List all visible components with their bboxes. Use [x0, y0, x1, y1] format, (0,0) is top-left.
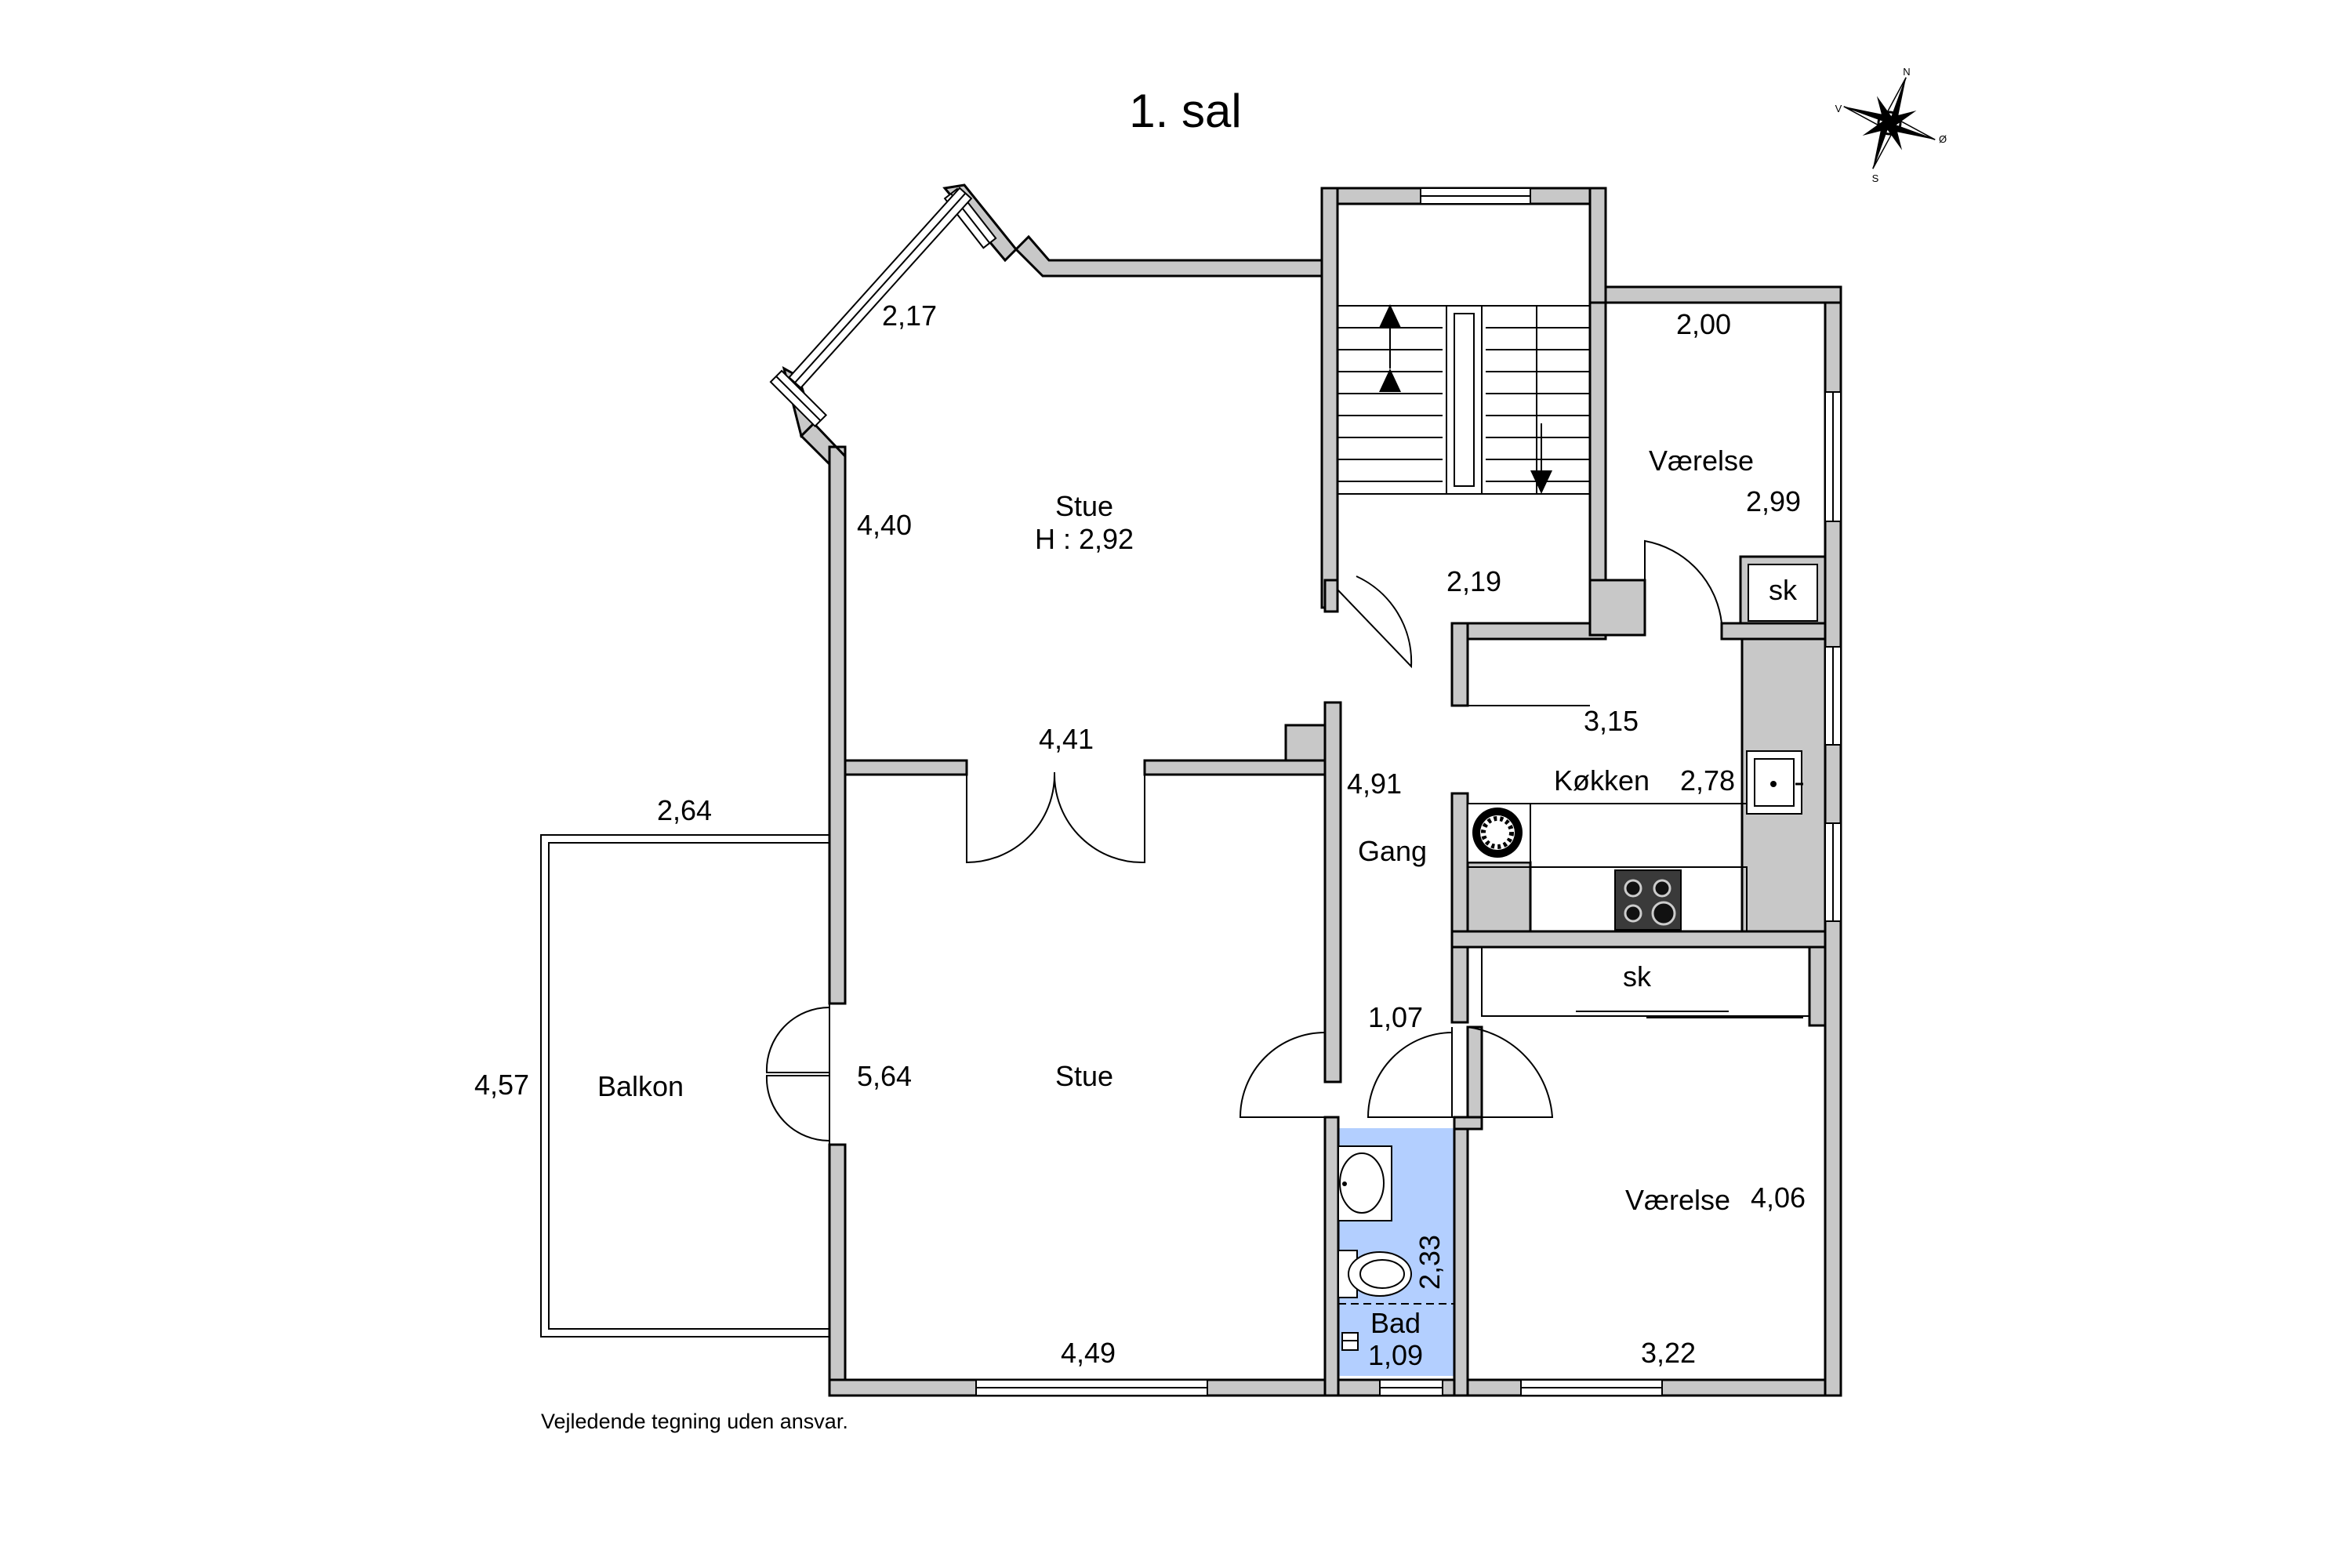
room-name-stue-lower: Stue	[1055, 1060, 1113, 1092]
room-height-stue-upper: H : 2,92	[1035, 523, 1134, 555]
staircase	[1337, 304, 1591, 495]
dim-vaerelse-lower-right: 4,06	[1751, 1181, 1806, 1214]
stair-up-arrow-icon	[1379, 304, 1401, 328]
compass-north-label: N	[1903, 66, 1910, 78]
closet-label-lower: sk	[1623, 960, 1652, 993]
room-name-vaerelse-lower: Værelse	[1625, 1184, 1730, 1216]
compass-west-label: V	[1835, 103, 1842, 114]
compass-east-label: Ø	[1939, 133, 1947, 145]
dim-stue-lower-left: 5,64	[857, 1060, 912, 1092]
dim-gang-width: 1,07	[1368, 1001, 1423, 1033]
stair-up-arrow-icon	[1379, 368, 1401, 392]
room-name-balkon: Balkon	[597, 1070, 684, 1102]
dim-bad-width: 1,09	[1368, 1339, 1423, 1371]
room-name-stue-upper: Stue	[1055, 490, 1113, 522]
compass-south-label: S	[1872, 172, 1879, 184]
dim-vaerelse-upper-top: 2,00	[1676, 308, 1731, 340]
drain-icon	[1341, 1332, 1359, 1351]
room-name-gang: Gang	[1358, 835, 1427, 867]
dim-stair-bottom: 2,19	[1446, 565, 1501, 597]
floor-title: 1. sal	[1129, 85, 1241, 137]
compass-rose-icon	[1843, 77, 1936, 169]
dim-balkon-left: 4,57	[474, 1069, 529, 1101]
balcony-outline	[540, 834, 830, 1338]
dim-vaerelse-lower-bottom: 3,22	[1641, 1337, 1696, 1369]
room-name-koekken: Køkken	[1554, 764, 1650, 797]
room-name-bad: Bad	[1370, 1307, 1421, 1339]
dim-bad-height: 2,33	[1414, 1235, 1446, 1290]
dim-stue-upper-left: 4,40	[857, 509, 912, 541]
dim-vaerelse-upper-right: 2,99	[1746, 485, 1801, 517]
dim-stue-upper-bottom: 4,41	[1039, 723, 1094, 755]
dim-stue-upper-window: 2,17	[882, 299, 937, 332]
labels: Stue H : 2,92 Stue Balkon Værelse Værels…	[474, 299, 1806, 1371]
toilet-icon	[1338, 1250, 1412, 1298]
closet-label-upper: sk	[1769, 574, 1798, 606]
dim-koekken-top: 3,15	[1584, 705, 1639, 737]
dim-gang-height: 4,91	[1347, 768, 1402, 800]
room-name-vaerelse-upper: Værelse	[1649, 445, 1754, 477]
dim-stue-lower-bottom: 4,49	[1061, 1337, 1116, 1369]
windows	[769, 187, 1842, 1396]
doors	[765, 539, 1722, 1142]
disclaimer-text: Vejledende tegning uden ansvar.	[541, 1410, 848, 1433]
dim-balkon-top: 2,64	[657, 794, 712, 826]
bath-sink-icon	[1338, 1145, 1392, 1221]
stair-down-arrow-icon	[1530, 470, 1552, 494]
dim-koekken-right: 2,78	[1680, 764, 1735, 797]
fixtures	[1338, 639, 1810, 1351]
